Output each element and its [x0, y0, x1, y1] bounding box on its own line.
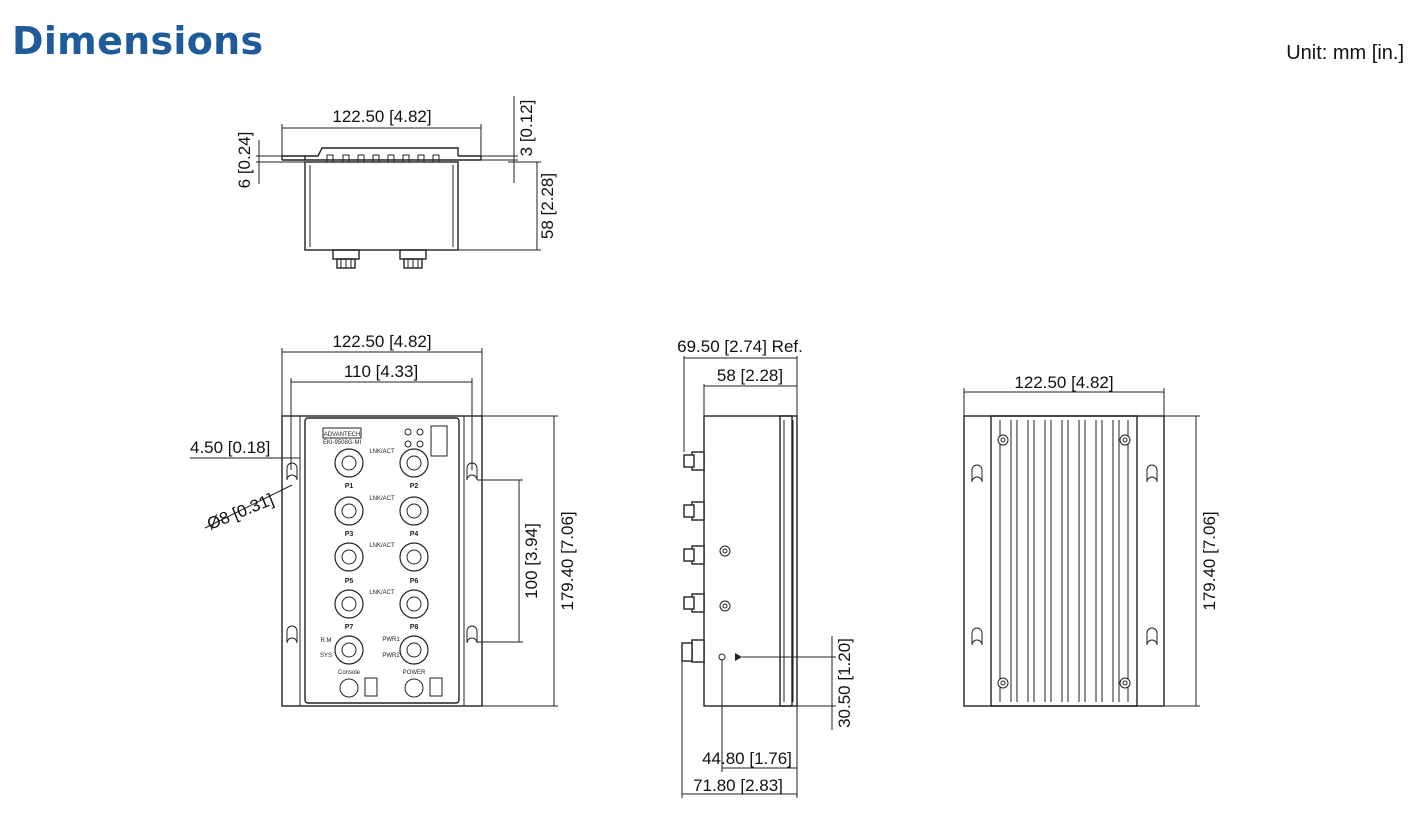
top-flange-thickness-dim: 3 [0.12]	[517, 100, 536, 157]
front-mount-plate	[281, 415, 483, 707]
svg-text:P4: P4	[410, 531, 419, 538]
front-height-dim: 179.40 [7.06]	[558, 511, 577, 610]
svg-text:P2: P2	[410, 483, 419, 490]
port-p6: P6	[399, 542, 429, 585]
side-overall-depth-dim: 71.80 [2.83]	[693, 776, 783, 795]
svg-text:POWER: POWER	[403, 670, 426, 676]
front-width-dim: 122.50 [4.82]	[332, 332, 431, 351]
rear-width-dim: 122.50 [4.82]	[1014, 373, 1113, 392]
top-fins	[326, 154, 440, 163]
front-hole-spacing-width-dim: 110 [4.33]	[344, 362, 418, 381]
svg-text:P5: P5	[345, 578, 354, 585]
top-connector-left	[332, 249, 360, 269]
svg-text:P7: P7	[345, 624, 354, 631]
side-body	[703, 415, 793, 707]
top-depth-dim: 58 [2.28]	[538, 173, 557, 239]
top-flange-step	[305, 147, 459, 157]
port-p8: P8	[399, 589, 429, 631]
front-led-cluster	[404, 428, 424, 448]
unit-note: Unit: mm [in.]	[1286, 42, 1404, 64]
power-port: POWER	[399, 635, 429, 676]
led-label-2: LNK/ACT	[369, 496, 395, 502]
led-pwr1: PWR1	[382, 637, 400, 643]
svg-text:P6: P6	[410, 578, 419, 585]
top-view: 122.50 [4.82] 3 [0.12] 58 [2.28] 6 [0.24…	[235, 96, 557, 269]
front-hole-spacing-height-dim: 100 [3.94]	[522, 523, 541, 599]
front-keyhole-slots	[286, 462, 478, 644]
front-view: ADVANTECH EKI-9508G-MI P1 P2 LNK/ACT P3 …	[190, 332, 577, 707]
page-title: Dimensions	[12, 19, 264, 63]
rear-view: 122.50 [4.82] 179.40 [7.06]	[963, 373, 1219, 707]
led-pwr2: PWR2	[382, 653, 400, 659]
side-total-depth-dim: 69.50 [2.74] Ref.	[677, 337, 803, 356]
side-body-depth-dim: 58 [2.28]	[717, 366, 783, 385]
front-panel	[304, 417, 460, 704]
port-p2: P2	[399, 448, 429, 490]
top-flange-offset-dim: 6 [0.24]	[235, 132, 254, 189]
svg-text:P8: P8	[410, 624, 419, 631]
top-width-dim: 122.50 [4.82]	[332, 107, 431, 126]
port-p5: P5	[334, 542, 364, 585]
side-ground-depth-dim: 44.80 [1.76]	[702, 749, 792, 768]
led-label-4: LNK/ACT	[369, 590, 395, 596]
rear-fins	[999, 420, 1129, 702]
top-body	[304, 161, 459, 251]
led-label-3: LNK/ACT	[369, 543, 395, 549]
port-p4: P4	[399, 496, 429, 538]
side-view: 69.50 [2.74] Ref. 58 [2.28] 30.50 [1.20]…	[677, 337, 854, 798]
rear-height-dim: 179.40 [7.06]	[1200, 511, 1219, 610]
side-screws	[718, 545, 731, 661]
ground-arrow	[735, 653, 742, 661]
port-p1: P1	[334, 448, 364, 490]
rear-screws	[997, 434, 1131, 689]
front-slot-offset-dim: 4.50 [0.18]	[190, 438, 270, 457]
rear-heatsink	[990, 415, 1138, 707]
svg-text:P3: P3	[345, 531, 354, 538]
led-label-1: LNK/ACT	[369, 449, 395, 455]
front-hole-diameter-dim: Ø8 [0.31]	[204, 490, 276, 534]
led-sys: SYS	[320, 653, 332, 659]
rear-plate	[963, 415, 1165, 707]
side-ground-height-dim: 30.50 [1.20]	[835, 638, 854, 728]
rear-keyhole-slots	[971, 464, 1158, 646]
brand-label: ADVANTECH	[324, 432, 361, 438]
port-p3: P3	[334, 496, 364, 538]
console-port: Console	[334, 635, 364, 676]
port-p7: P7	[334, 589, 364, 631]
svg-text:Console: Console	[338, 670, 361, 676]
side-connectors	[681, 451, 705, 663]
front-pinouts	[339, 677, 443, 698]
svg-text:P1: P1	[345, 483, 354, 490]
model-label: EKI-9508G-MI	[323, 440, 362, 446]
led-rm: R.M	[321, 638, 332, 644]
top-connector-right	[399, 249, 427, 269]
